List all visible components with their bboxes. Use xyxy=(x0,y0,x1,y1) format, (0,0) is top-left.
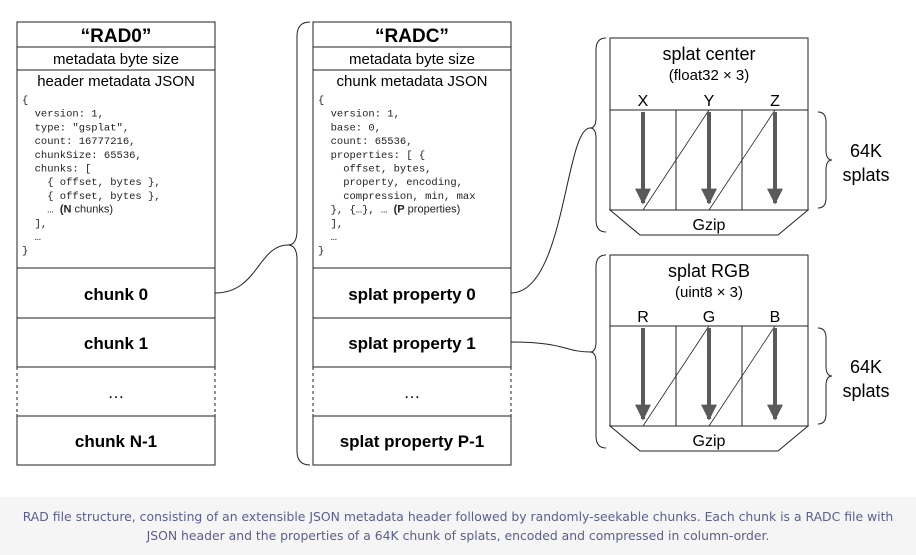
code-line: { offset, bytes }, xyxy=(22,191,161,203)
center-gzip-funnel xyxy=(608,209,810,236)
rgb-arrows xyxy=(635,328,783,421)
rgb-count-brace xyxy=(817,327,833,425)
center-column-label: X xyxy=(638,93,649,110)
rgb-count-label: 64K xyxy=(850,357,882,377)
center-column-label: Z xyxy=(770,93,780,110)
rgb-count-label: splats xyxy=(842,381,889,401)
radc-property-row: splat property 0 xyxy=(348,285,476,304)
code-line: { offset, bytes }, xyxy=(22,177,161,189)
rad-file-outline xyxy=(16,21,216,466)
code-line: { xyxy=(318,95,324,107)
property0-connector xyxy=(510,127,591,294)
radc-dashed-sides xyxy=(312,367,512,416)
code-line: chunks: [ xyxy=(22,164,91,176)
radc-property-row: splat property 1 xyxy=(348,334,476,353)
radc-json-code: { version: 1, base: 0, count: 65536, pro… xyxy=(318,95,476,258)
rad-json-code: { version: 1, type: "gsplat", count: 167… xyxy=(22,95,161,258)
rad-structure-diagram: “RAD0” metadata byte size header metadat… xyxy=(16,21,890,466)
radc-json-label: chunk metadata JSON xyxy=(337,73,488,90)
center-diagonal xyxy=(708,109,776,211)
code-line: chunkSize: 65536, xyxy=(22,150,142,162)
code-line: offset, bytes, xyxy=(318,164,431,176)
rad-chunk-ellipsis: … xyxy=(108,383,125,402)
rgb-column-label: R xyxy=(637,309,649,326)
code-line: } xyxy=(22,246,28,258)
code-line: }, {…}, … (P properties) xyxy=(318,204,460,217)
code-line: properties: [ { xyxy=(318,150,425,162)
code-line: } xyxy=(318,246,324,258)
chunk0-connector xyxy=(214,244,289,294)
code-line: property, encoding, xyxy=(318,177,463,189)
code-line: … xyxy=(318,232,337,244)
center-count-label: splats xyxy=(842,165,889,185)
radc-brace xyxy=(287,21,311,466)
code-line: ], xyxy=(22,218,47,230)
rad-title: “RAD0” xyxy=(81,26,152,47)
rad-file-column xyxy=(16,21,216,466)
rgb-diagonal xyxy=(642,325,710,427)
radc-file-outline xyxy=(312,21,512,466)
rgb-block-title: splat RGB xyxy=(668,261,750,281)
code-line: type: "gsplat", xyxy=(22,122,129,134)
center-gzip-label: Gzip xyxy=(693,217,726,234)
code-line: … xyxy=(22,232,41,244)
rgb-gzip-funnel xyxy=(608,425,810,452)
code-line: … (N chunks) xyxy=(22,204,113,217)
splat-rgb-block xyxy=(608,254,810,452)
rgb-diagonal xyxy=(708,325,776,427)
center-count-label: 64K xyxy=(850,141,882,161)
rgb-gzip-label: Gzip xyxy=(693,433,726,450)
rgb-block-brace xyxy=(589,254,607,449)
splat-center-block xyxy=(608,37,810,236)
radc-property-row: splat property P-1 xyxy=(340,432,485,451)
center-column-label: Y xyxy=(704,93,715,110)
center-block-title: splat center xyxy=(662,44,755,64)
center-block-subtitle: (float32 × 3) xyxy=(669,67,749,84)
rad-json-label: header metadata JSON xyxy=(37,73,195,90)
code-line: ], xyxy=(318,218,343,230)
center-diagonal xyxy=(642,109,710,211)
rad-chunk-row: chunk 1 xyxy=(84,334,148,353)
rgb-column-label: G xyxy=(703,309,715,326)
code-line: version: 1, xyxy=(22,109,104,121)
center-arrows xyxy=(635,112,783,205)
radc-size-label: metadata byte size xyxy=(349,51,475,68)
code-line: count: 65536, xyxy=(318,136,413,148)
rgb-block-subtitle: (uint8 × 3) xyxy=(675,284,743,301)
code-line: count: 16777216, xyxy=(22,136,135,148)
rad-chunk-row: chunk N-1 xyxy=(75,432,157,451)
radc-property-ellipsis: … xyxy=(404,383,421,402)
radc-title: “RADC” xyxy=(375,26,449,47)
rgb-column-label: B xyxy=(770,309,781,326)
rad-size-label: metadata byte size xyxy=(53,51,179,68)
code-line: base: 0, xyxy=(318,122,381,134)
property1-connector xyxy=(510,341,591,353)
code-line: compression, min, max xyxy=(318,191,476,203)
code-line: { xyxy=(22,95,28,107)
code-line: version: 1, xyxy=(318,109,400,121)
figure-caption: RAD file structure, consisting of an ext… xyxy=(0,497,916,555)
rad-chunk-row: chunk 0 xyxy=(84,285,148,304)
radc-file-column xyxy=(312,21,512,466)
center-block-brace xyxy=(589,37,607,233)
rad-dashed-sides xyxy=(16,367,216,416)
center-count-brace xyxy=(817,111,833,209)
